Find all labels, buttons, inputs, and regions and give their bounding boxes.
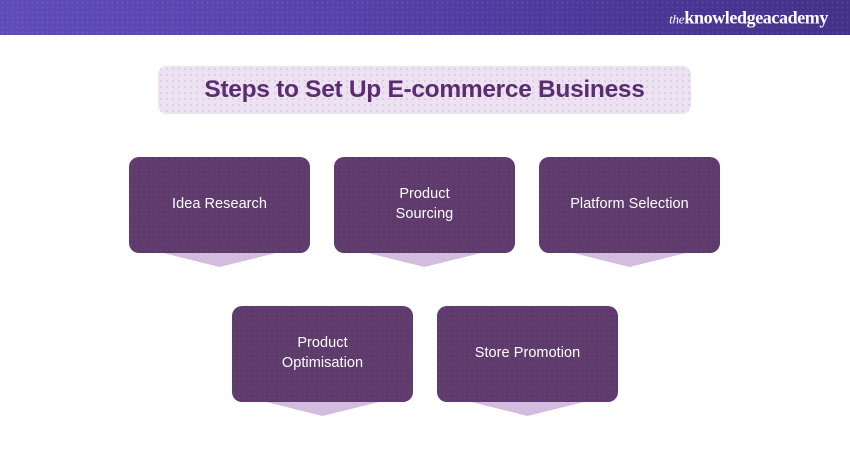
step-card-body: Product Optimisation bbox=[232, 306, 413, 402]
page-title: Steps to Set Up E-commerce Business bbox=[204, 76, 645, 103]
page-header: theknowledgeacademy bbox=[0, 0, 850, 35]
step-card-label: Store Promotion bbox=[474, 345, 581, 362]
step-card-body: Product Sourcing bbox=[334, 157, 515, 253]
step-card-platform-selection: Platform Selection bbox=[539, 157, 720, 267]
brand-logo[interactable]: theknowledgeacademy bbox=[669, 8, 828, 27]
step-card-product-optimisation: Product Optimisation bbox=[232, 306, 413, 416]
step-card-label: Product Sourcing bbox=[395, 186, 454, 222]
step-card-label: Platform Selection bbox=[570, 196, 689, 213]
step-card-label: Idea Research bbox=[172, 196, 267, 213]
step-card-body: Idea Research bbox=[129, 157, 310, 253]
step-card-label: Product Optimisation bbox=[281, 335, 364, 371]
step-card-idea-research: Idea Research bbox=[129, 157, 310, 267]
brand-logo-name: knowledgeacademy bbox=[684, 7, 828, 27]
step-card-store-promotion: Store Promotion bbox=[437, 306, 618, 416]
step-card-body: Store Promotion bbox=[437, 306, 618, 402]
page-title-banner: Steps to Set Up E-commerce Business bbox=[158, 66, 691, 114]
brand-logo-prefix: the bbox=[669, 11, 685, 26]
step-card-product-sourcing: Product Sourcing bbox=[334, 157, 515, 267]
step-card-body: Platform Selection bbox=[539, 157, 720, 253]
